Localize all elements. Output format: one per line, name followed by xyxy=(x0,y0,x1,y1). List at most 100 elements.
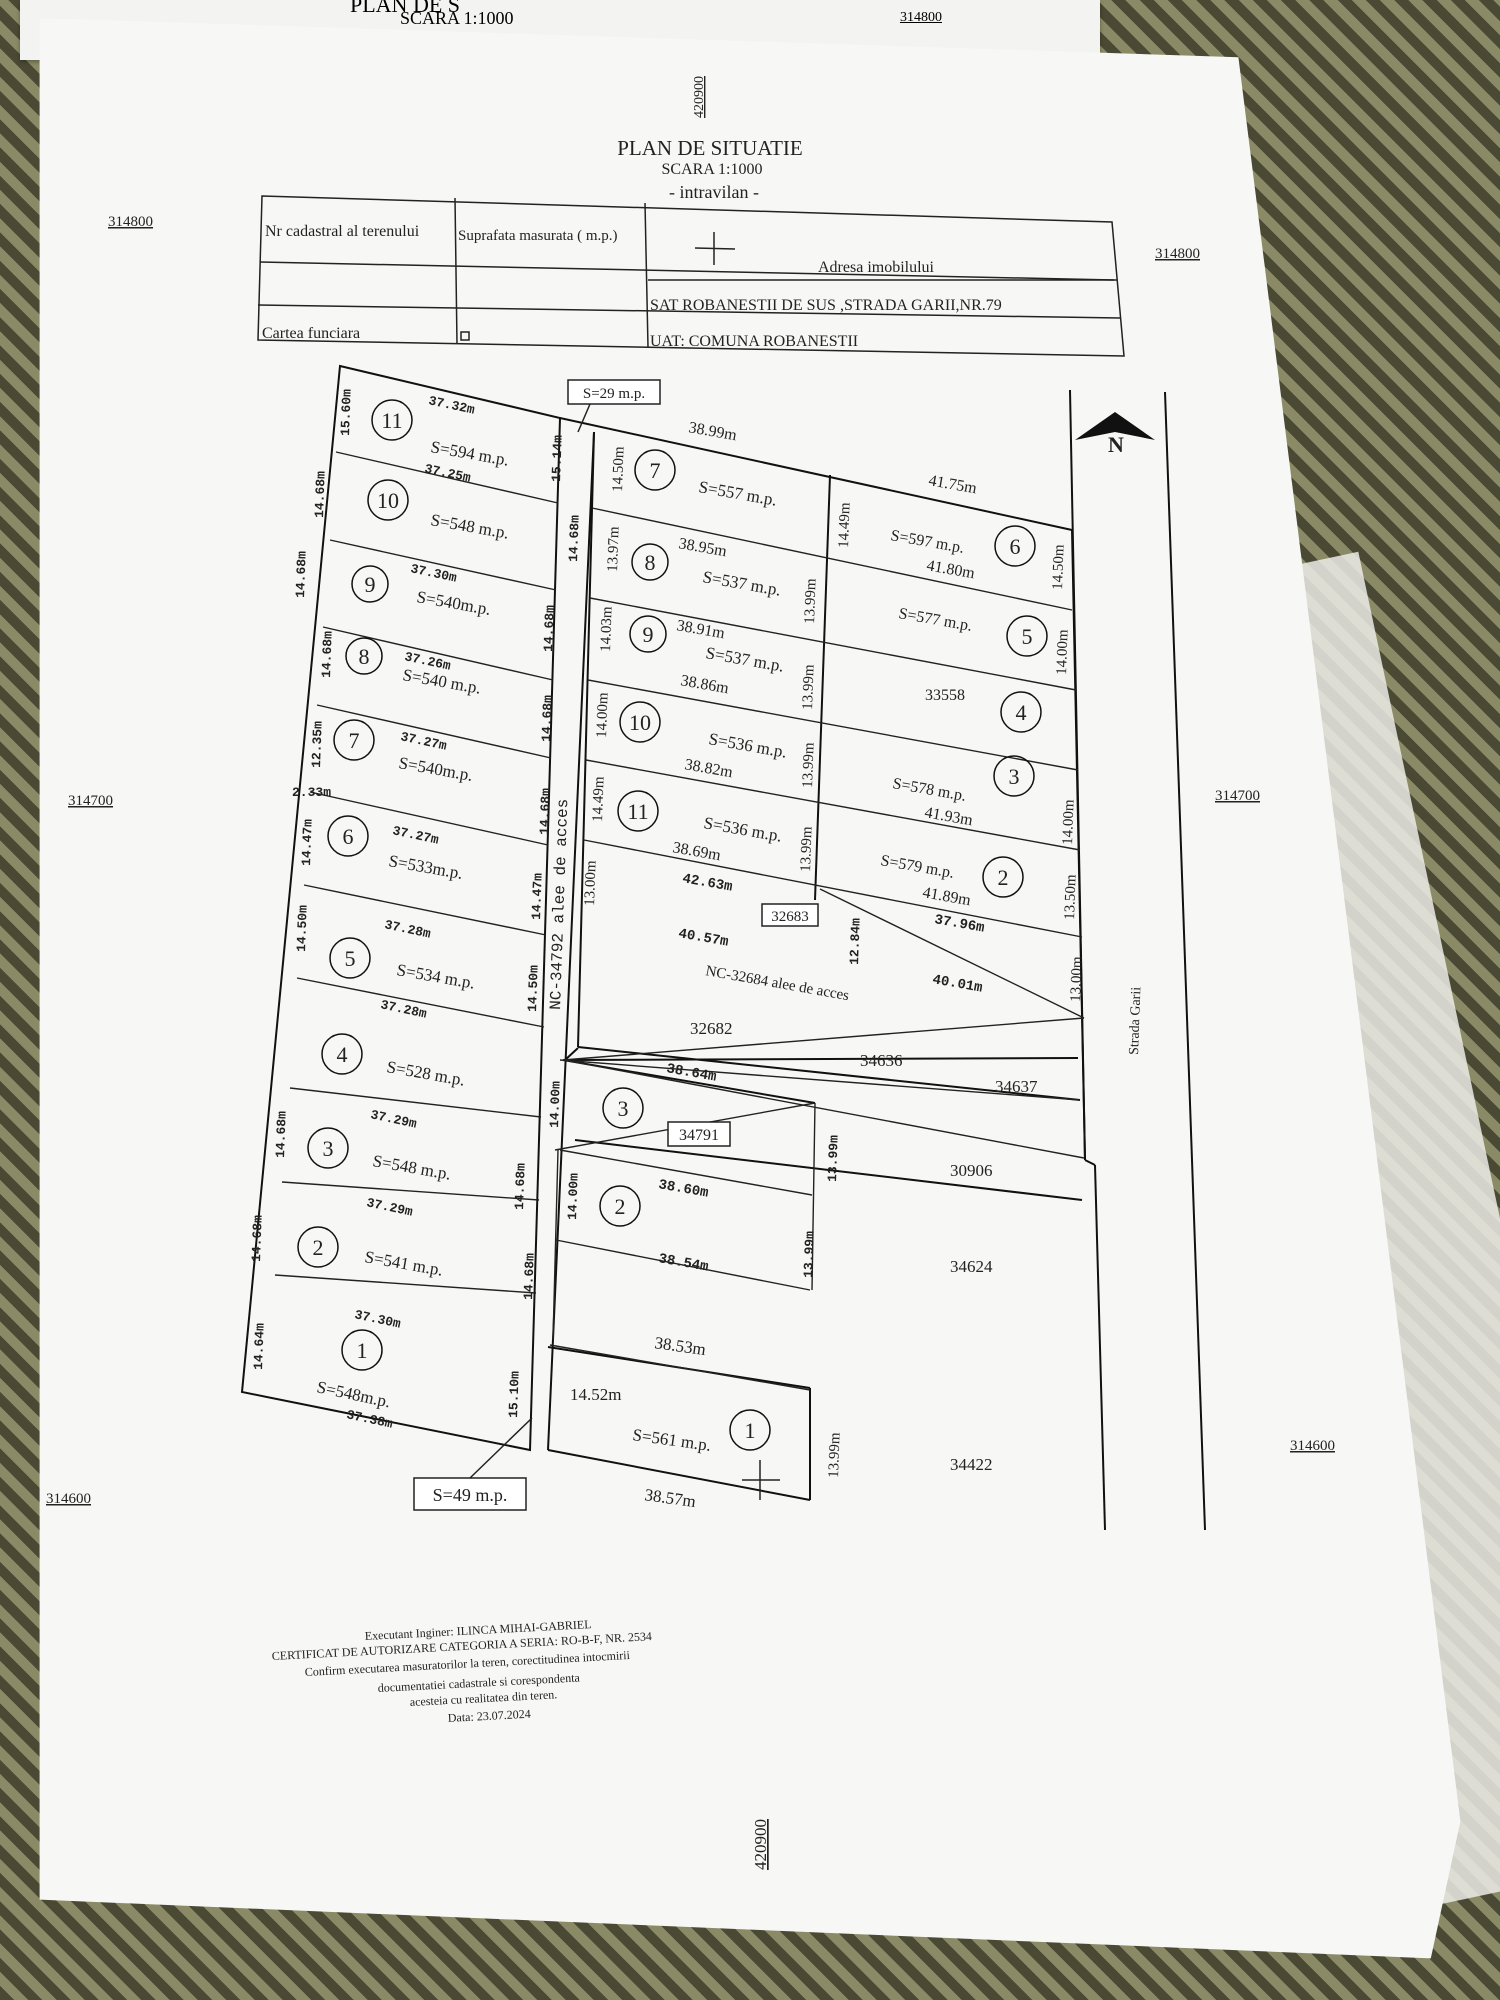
lot-divisions xyxy=(274,451,1085,1391)
left-lot-number: 7 xyxy=(349,728,360,753)
svg-text:S=577 m.p.: S=577 m.p. xyxy=(897,605,973,635)
svg-text:40.01m: 40.01m xyxy=(931,972,983,997)
left-lot-area: S=540m.p. xyxy=(415,587,492,619)
table-col-address: Adresa imobilului xyxy=(818,259,935,276)
svg-text:14.68m: 14.68m xyxy=(312,471,329,519)
svg-text:14.68m: 14.68m xyxy=(541,605,558,653)
access-label-mid: NC-32684 alee de acces xyxy=(704,963,850,1004)
surveyor-certification: Executant Inginer: ILINCA MIHAI-GABRIEL … xyxy=(271,1617,652,1725)
svg-text:13.50m: 13.50m xyxy=(1062,874,1080,920)
svg-text:14.68m: 14.68m xyxy=(566,515,583,563)
svg-text:38.57m: 38.57m xyxy=(643,1485,697,1511)
svg-text:14.49m: 14.49m xyxy=(590,776,608,822)
coord-right-mid: 314700 xyxy=(1215,788,1260,804)
parcel-32682: 32682 xyxy=(690,1019,733,1038)
svg-text:38.54m: 38.54m xyxy=(657,1251,709,1276)
coord-right-bot: 314600 xyxy=(1290,1438,1335,1454)
svg-text:10: 10 xyxy=(629,710,651,735)
left-lot-area: S=548 m.p. xyxy=(371,1151,452,1183)
area-callout-bottom: S=49 m.p. xyxy=(413,1417,533,1511)
left-width-labels: 15.60m 14.68m 14.68m 14.68m 12.35m 2.33m… xyxy=(249,389,355,1371)
mid-right-width-labels: 14.49m 13.99m 13.99m 13.99m 13.99m xyxy=(798,502,854,872)
svg-text:37.29m: 37.29m xyxy=(369,1107,418,1131)
left-lot-number: 9 xyxy=(365,572,376,597)
svg-text:37.27m: 37.27m xyxy=(391,823,440,847)
svg-text:14.50m: 14.50m xyxy=(525,965,542,1013)
svg-text:14.52m: 14.52m xyxy=(570,1385,621,1404)
coord-right-top: 314800 xyxy=(1155,246,1200,262)
parcel-32683: 32683 xyxy=(771,909,809,925)
svg-text:7: 7 xyxy=(650,458,661,483)
cadastral-plan-sheet xyxy=(39,18,1461,1959)
svg-text:14.68m: 14.68m xyxy=(521,1253,538,1301)
svg-text:12.84m: 12.84m xyxy=(847,918,864,966)
svg-text:S=537 m.p.: S=537 m.p. xyxy=(704,643,785,675)
mid-width-labels: 14.50m 13.97m 14.03m 14.00m 14.49m 13.00… xyxy=(582,446,628,906)
svg-text:37.28m: 37.28m xyxy=(383,917,432,941)
svg-text:S=597 m.p.: S=597 m.p. xyxy=(889,527,965,557)
table-carte: Cartea funciara xyxy=(262,325,360,342)
svg-text:14.68m: 14.68m xyxy=(539,695,556,743)
svg-text:6: 6 xyxy=(1010,534,1021,559)
parcel-numbers: 32683 32682 34636 34637 30906 34624 3442… xyxy=(690,903,1038,1474)
svg-text:S=578 m.p.: S=578 m.p. xyxy=(891,775,967,805)
svg-text:14.47m: 14.47m xyxy=(299,819,316,867)
left-lot-area: S=548m.p. xyxy=(315,1377,392,1411)
svg-text:14.47m: 14.47m xyxy=(529,873,546,921)
svg-text:14.68m: 14.68m xyxy=(537,788,554,836)
svg-text:4: 4 xyxy=(1016,700,1027,725)
left-lot-number: 5 xyxy=(345,946,356,971)
left-lot-number: 6 xyxy=(343,824,354,849)
left-lot-number: 2 xyxy=(313,1235,324,1260)
svg-text:13.99m: 13.99m xyxy=(798,826,816,872)
svg-text:5: 5 xyxy=(1022,624,1033,649)
svg-text:14.49m: 14.49m xyxy=(836,502,854,548)
svg-text:11: 11 xyxy=(627,799,648,824)
svg-text:37.30m: 37.30m xyxy=(409,561,458,585)
plan-subtitle: - intravilan - xyxy=(669,182,759,202)
svg-text:41.75m: 41.75m xyxy=(927,472,978,497)
svg-text:14.68m: 14.68m xyxy=(273,1111,290,1159)
svg-text:2: 2 xyxy=(615,1194,626,1219)
svg-text:13.00m: 13.00m xyxy=(582,860,600,906)
table-col-cadastral: Nr cadastral al terenului xyxy=(265,223,420,240)
coord-left-top: 314800 xyxy=(108,214,153,230)
back-sheet-title: PLAN DE S xyxy=(350,0,461,17)
svg-text:13.99m: 13.99m xyxy=(825,1135,842,1183)
svg-text:9: 9 xyxy=(643,622,654,647)
svg-text:42.63m: 42.63m xyxy=(681,871,733,896)
table-address: SAT ROBANESTII DE SUS ,STRADA GARII,NR.7… xyxy=(650,297,1002,314)
svg-text:14.03m: 14.03m xyxy=(598,606,616,652)
svg-text:37.25m: 37.25m xyxy=(423,461,472,485)
svg-text:37.30m: 37.30m xyxy=(353,1307,402,1331)
svg-text:14.68m: 14.68m xyxy=(249,1215,266,1263)
parcel-34637: 34637 xyxy=(995,1077,1038,1096)
left-lot-area: S=533m.p. xyxy=(387,851,464,883)
back-sheet-coord: 314800 xyxy=(900,10,942,25)
bottom-width-labels: 13.99m 13.99m 13.99m 14.00m xyxy=(565,1135,844,1479)
svg-text:38.69m: 38.69m xyxy=(671,839,722,864)
svg-text:1: 1 xyxy=(745,1418,756,1443)
left-lot-number: 10 xyxy=(377,488,399,513)
area-callout-top: S=29 m.p. xyxy=(567,379,661,433)
svg-text:S=537 m.p.: S=537 m.p. xyxy=(701,567,782,599)
svg-text:14.64m: 14.64m xyxy=(251,1323,268,1371)
svg-text:37.28m: 37.28m xyxy=(379,997,428,1021)
svg-text:13.99m: 13.99m xyxy=(800,742,818,788)
parcel-34636: 34636 xyxy=(860,1051,903,1070)
parcel-34422: 34422 xyxy=(950,1455,993,1474)
left-lot-area: S=534 m.p. xyxy=(395,960,476,992)
bottom-lots: 3 34791 2 1 S=561 m.p. xyxy=(599,1087,780,1500)
svg-text:S=29 m.p.: S=29 m.p. xyxy=(583,386,645,402)
left-lot-number: 3 xyxy=(323,1136,334,1161)
left-lot-area: S=548 m.p. xyxy=(429,510,510,542)
svg-text:38.95m: 38.95m xyxy=(677,535,728,560)
svg-text:14.00m: 14.00m xyxy=(547,1081,564,1129)
right-width-labels: 14.50m 14.00m 14.00m 13.50m 13.00m 12.84… xyxy=(847,544,1086,1002)
svg-text:33558: 33558 xyxy=(925,687,965,704)
svg-text:8: 8 xyxy=(645,550,656,575)
plan-scale: SCARA 1:1000 xyxy=(662,161,763,178)
left-length-labels: 37.32m 37.25m 37.30m 37.26m 37.27m 37.27… xyxy=(345,393,476,1431)
svg-text:41.80m: 41.80m xyxy=(925,557,976,582)
svg-text:38.60m: 38.60m xyxy=(657,1177,709,1202)
